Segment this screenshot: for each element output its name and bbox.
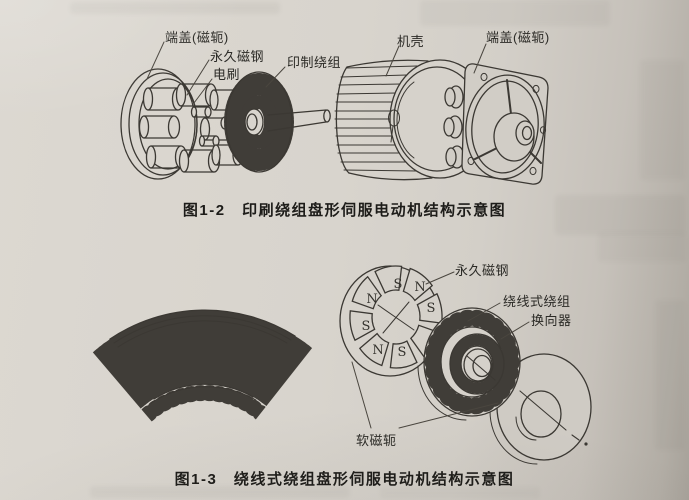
label-soft-yoke: 软磁轭 <box>356 433 397 448</box>
figure1-leader-lines <box>146 41 487 104</box>
label-wound-winding: 绕线式绕组 <box>503 294 571 309</box>
end-cap-left-drawing <box>120 68 198 180</box>
label-permanent-magnet-2: 永久磁钢 <box>455 263 510 278</box>
label-end-cap-left: 端盖(磁轭) <box>165 30 229 45</box>
figure1-caption: 图1-2 印刷绕组盘形伺服电动机结构示意图 <box>182 202 507 219</box>
axis-centerline <box>519 390 588 446</box>
label-commutator: 换向器 <box>531 313 572 328</box>
pole-letter: S <box>397 344 407 360</box>
pole-letter: S <box>426 300 436 316</box>
label-brush: 电刷 <box>213 67 241 82</box>
pole-letter: N <box>414 279 426 295</box>
figure2-caption: 图1-3 绕线式绕组盘形伺服电动机结构示意图 <box>174 471 515 488</box>
label-permanent-magnet: 永久磁钢 <box>210 49 265 64</box>
printed-winding-disc <box>220 71 331 173</box>
pole-letter: N <box>366 291 378 307</box>
magnet-ring-drawing <box>339 265 443 377</box>
label-end-cap-right: 端盖(磁轭) <box>486 30 550 45</box>
pole-letter: N <box>372 342 384 358</box>
pole-letter: S <box>361 318 371 334</box>
label-printed-winding: 印制绕组 <box>287 55 342 70</box>
label-housing: 机壳 <box>397 34 425 49</box>
end-cap-right-drawing <box>443 63 549 185</box>
wound-winding-disc-drawing <box>417 307 521 421</box>
figure2-leader-lines <box>351 271 530 429</box>
pole-letter: S <box>393 276 403 292</box>
